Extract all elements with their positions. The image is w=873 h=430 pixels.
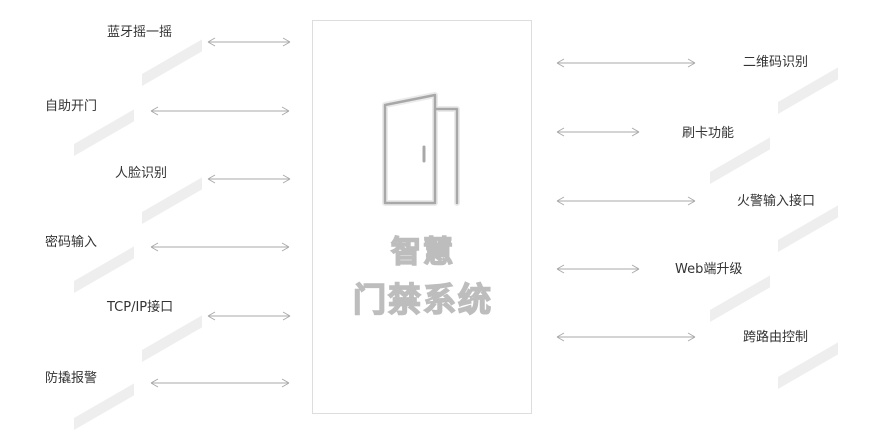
double-arrow-icon	[556, 264, 640, 274]
double-arrow-icon	[556, 127, 640, 137]
title-line-2: 门禁系统	[352, 279, 493, 320]
title-line-1: 智慧	[390, 234, 455, 271]
decor-bar	[142, 177, 202, 224]
double-arrow-icon	[556, 332, 696, 342]
feature-label-tcpip: TCP/IP接口	[107, 300, 174, 315]
decor-bar	[142, 39, 202, 86]
double-arrow-icon	[207, 174, 291, 184]
double-arrow-icon	[207, 37, 291, 47]
feature-label-bluetooth-shake: 蓝牙摇一摇	[107, 25, 173, 40]
feature-label-qrcode: 二维码识别	[743, 55, 809, 70]
double-arrow-icon	[556, 58, 696, 68]
decor-bar	[778, 342, 838, 389]
feature-label-self-open: 自助开门	[45, 99, 98, 114]
feature-label-face-recognition: 人脸识别	[115, 166, 168, 181]
feature-label-password: 密码输入	[45, 235, 98, 250]
decor-bar	[142, 315, 202, 362]
feature-label-tamper-alarm: 防撬报警	[45, 371, 98, 386]
feature-label-card-swipe: 刷卡功能	[682, 126, 735, 141]
feature-label-fire-alarm: 火警输入接口	[737, 194, 816, 209]
decor-bar	[74, 109, 134, 156]
double-arrow-icon	[150, 242, 290, 252]
double-arrow-icon	[150, 106, 290, 116]
feature-label-web-upgrade: Web端升级	[675, 262, 743, 277]
feature-label-cross-route: 跨路由控制	[743, 330, 809, 345]
decor-bar	[74, 383, 134, 430]
decor-bar	[778, 205, 838, 252]
double-arrow-icon	[556, 196, 696, 206]
decor-bar	[778, 67, 838, 114]
double-arrow-icon	[207, 311, 291, 321]
center-panel: 智慧 门禁系统	[312, 20, 532, 414]
decor-bar	[710, 275, 770, 322]
double-arrow-icon	[150, 378, 290, 388]
decor-bar	[710, 137, 770, 184]
door-icon	[377, 91, 473, 213]
decor-bar	[74, 246, 134, 293]
